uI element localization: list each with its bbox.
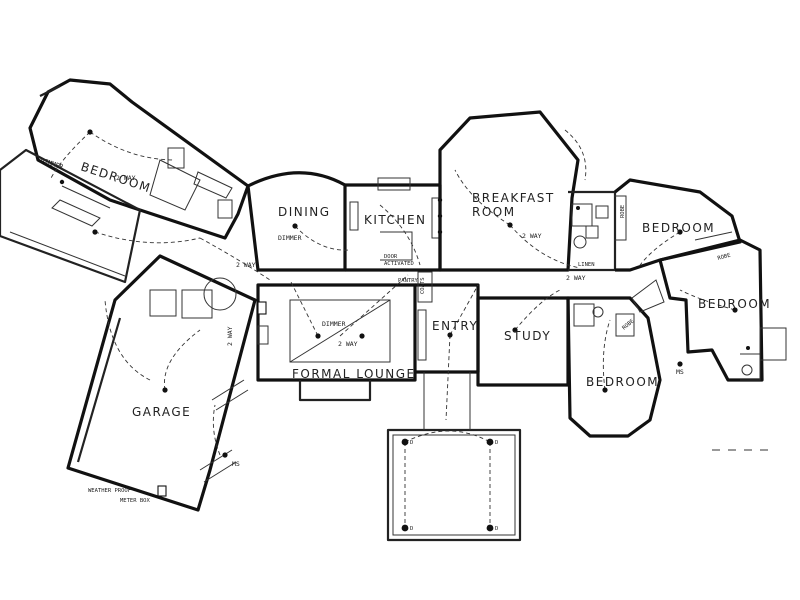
note-weather-proof: WEATHER PROOF [88, 488, 131, 494]
note-2way-hall: 2 WAY [566, 274, 586, 282]
east-wing [614, 178, 787, 382]
note-d2: D [495, 440, 498, 446]
room-label-kitchen: KITCHEN [364, 213, 427, 227]
note-ms-2: MS [232, 460, 240, 468]
room-label-entry: ENTRY [432, 319, 478, 333]
note-pantry: PANTRY [398, 278, 419, 284]
central-block [246, 110, 662, 542]
note-d3: D [410, 526, 413, 532]
note-2way-lounge: 2 WAY [338, 340, 358, 348]
note-d4: D [495, 526, 498, 532]
note-dimmer-dining: DIMMER [278, 234, 302, 242]
room-label-study: STUDY [504, 329, 551, 343]
light-fixtures [59, 129, 750, 532]
note-coats: COATS [420, 277, 426, 294]
note-door-activated-2: ACTIVATED [384, 261, 414, 267]
note-robe-2: ROBE [717, 253, 731, 262]
note-meter-box: METER BOX [120, 498, 150, 504]
room-label-formal-lounge: FORMAL LOUNGE [292, 367, 416, 381]
room-label-bedroom-ne: BEDROOM [642, 221, 715, 235]
note-robe-3: ROBE [621, 318, 635, 331]
note-door-activated-1: DOOR [384, 254, 398, 260]
room-label-dining: DINING [278, 205, 331, 219]
note-ms-1: MS [676, 368, 684, 376]
room-label-garage: GARAGE [132, 405, 191, 419]
note-2way-bedroom: 2 WAY [116, 174, 136, 182]
room-label-breakfast-line2: ROOM [472, 205, 516, 219]
note-linen: LINEN [578, 262, 595, 268]
note-2way-garage: 2 WAY [226, 326, 234, 346]
garage-wing [66, 254, 257, 512]
room-label-bedroom-south: BEDROOM [586, 375, 659, 389]
note-d1: D [410, 440, 413, 446]
wiring [49, 129, 736, 528]
room-label-bedroom-east: BEDROOM [698, 297, 771, 311]
room-label-breakfast-line1: BREAKFAST [472, 191, 555, 205]
note-robe-1: ROBE [620, 205, 626, 218]
note-2way-breakfast: 2 WAY [522, 232, 542, 240]
note-2way-dining: 2 WAY [236, 261, 256, 269]
note-dimmer-lounge: DIMMER [322, 320, 346, 328]
master-bedroom-wing [0, 78, 250, 284]
